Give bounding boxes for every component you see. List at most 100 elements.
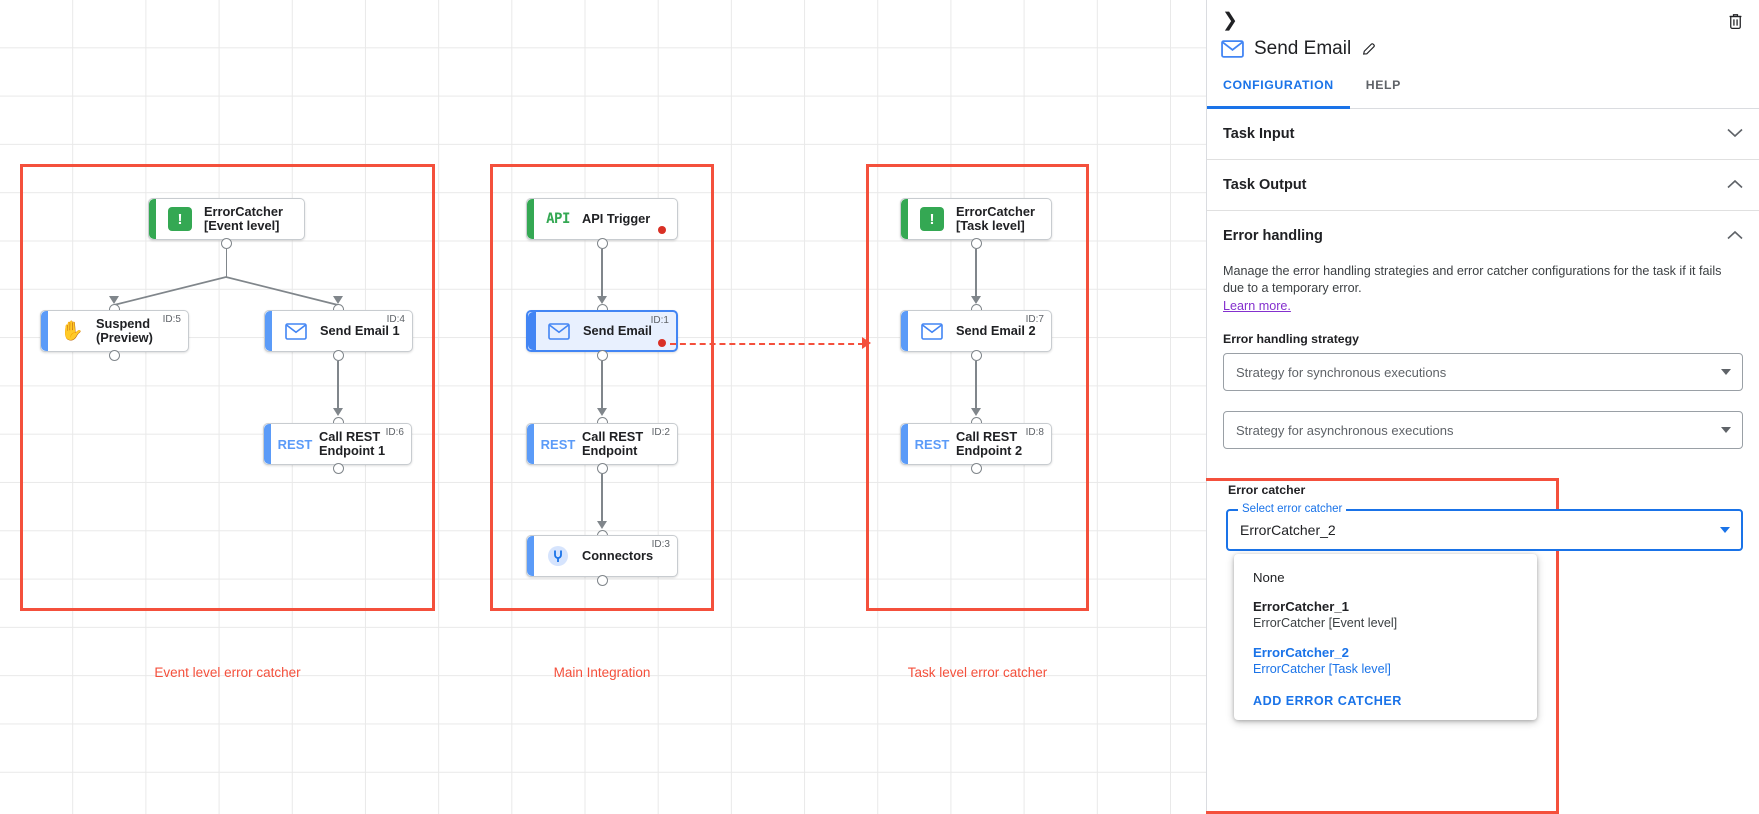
- rest-icon: REST: [914, 436, 950, 452]
- chevron-down-icon[interactable]: [1727, 128, 1743, 140]
- menu-item-none[interactable]: None: [1234, 563, 1537, 592]
- node-accent: [901, 311, 908, 351]
- node-id-badge: ID:5: [162, 314, 181, 325]
- group-box-event-level: [20, 164, 435, 611]
- chevron-right-icon[interactable]: ❯: [1222, 9, 1238, 31]
- workflow-canvas[interactable]: Event level error catcher ! ErrorCatcher…: [0, 0, 1206, 814]
- panel-tabs: CONFIGURATION HELP: [1207, 78, 1759, 109]
- chevron-down-icon: [1721, 369, 1731, 375]
- port-out-api-trigger[interactable]: [596, 238, 608, 249]
- arrowhead-to-connectors: [597, 521, 607, 529]
- port-out-rest-1[interactable]: [332, 463, 344, 474]
- error-catcher-selected-value: ErrorCatcher_2: [1240, 522, 1336, 538]
- node-accent: [149, 199, 156, 239]
- port-out-connectors[interactable]: [596, 575, 608, 586]
- node-call-rest-endpoint-2[interactable]: REST Call REST Endpoint 2 ID:8: [900, 423, 1052, 465]
- menu-item-primary: None: [1253, 570, 1285, 585]
- arrowhead-to-send-email-1: [333, 296, 343, 304]
- edge-send-email-to-rest: [601, 361, 603, 411]
- page-title: Send Email: [1254, 38, 1352, 59]
- node-accent: [527, 424, 534, 464]
- node-label: Call REST Endpoint: [582, 429, 644, 458]
- arrowhead-to-suspend: [109, 296, 119, 304]
- async-strategy-select[interactable]: Strategy for asynchronous executions: [1223, 411, 1743, 449]
- edit-pencil-icon[interactable]: [1361, 41, 1377, 57]
- arrowhead-to-rest: [597, 408, 607, 416]
- node-call-rest-endpoint[interactable]: REST Call REST Endpoint ID:2: [526, 423, 678, 465]
- node-errorcatcher-event[interactable]: ! ErrorCatcher [Event level]: [148, 198, 305, 240]
- port-out-rest[interactable]: [596, 463, 608, 474]
- node-call-rest-endpoint-1[interactable]: REST Call REST Endpoint 1 ID:6: [263, 423, 412, 465]
- node-id-badge: ID:3: [651, 539, 670, 550]
- api-icon: API: [546, 211, 570, 227]
- node-id-badge: ID:2: [651, 427, 670, 438]
- node-send-email-1[interactable]: Send Email 1 ID:4: [264, 310, 413, 352]
- error-catcher-link: [670, 343, 864, 345]
- async-strategy-value: Strategy for asynchronous executions: [1236, 422, 1454, 438]
- chevron-down-icon: [1720, 527, 1730, 533]
- node-accent: [527, 536, 534, 576]
- section-error-handling: Error handling Manage the error handling…: [1207, 211, 1759, 459]
- menu-item-secondary: ErrorCatcher [Event level]: [1253, 616, 1398, 630]
- port-out-rest-2[interactable]: [970, 463, 982, 474]
- error-indicator-dot-send-email: [658, 339, 666, 347]
- error-catcher-select[interactable]: Select error catcher ErrorCatcher_2: [1226, 503, 1743, 551]
- tab-help[interactable]: HELP: [1365, 78, 1401, 92]
- node-label: Suspend (Preview): [96, 316, 153, 345]
- error-catcher-block: Error catcher Select error catcher Error…: [1212, 478, 1757, 720]
- port-out-errorcatcher-task[interactable]: [970, 238, 982, 249]
- node-label: Send Email 2: [956, 323, 1036, 338]
- chevron-down-icon: [1721, 427, 1731, 433]
- error-handling-description: Manage the error handling strategies and…: [1223, 264, 1722, 295]
- port-out-send-email[interactable]: [596, 350, 608, 361]
- chevron-up-icon[interactable]: [1727, 179, 1743, 191]
- port-out-suspend[interactable]: [108, 350, 120, 361]
- tab-configuration[interactable]: CONFIGURATION: [1207, 78, 1350, 109]
- node-api-trigger[interactable]: API API Trigger: [526, 198, 678, 240]
- section-title: Task Input: [1223, 126, 1295, 142]
- section-header-task-input[interactable]: Task Input: [1223, 109, 1743, 159]
- menu-item-secondary: ErrorCatcher [Task level]: [1253, 662, 1391, 676]
- node-label: Send Email: [583, 323, 652, 338]
- section-header-task-output[interactable]: Task Output: [1223, 160, 1743, 210]
- node-errorcatcher-task[interactable]: ! ErrorCatcher [Task level]: [900, 198, 1052, 240]
- mail-icon: [283, 318, 309, 344]
- port-out-send-email-2[interactable]: [970, 350, 982, 361]
- node-connectors[interactable]: Connectors ID:3: [526, 535, 678, 577]
- edge-rest-to-connectors: [601, 474, 603, 524]
- arrowhead-to-rest-2: [971, 408, 981, 416]
- group-label-task-level: Task level error catcher: [907, 665, 1048, 680]
- menu-item-primary: ErrorCatcher_2: [1253, 645, 1350, 660]
- section-task-input: Task Input: [1207, 109, 1759, 160]
- port-out-send-email-1[interactable]: [332, 350, 344, 361]
- node-send-email[interactable]: Send Email ID:1: [526, 310, 678, 352]
- mail-icon: [1221, 40, 1244, 58]
- edge-api-to-send-email: [601, 249, 603, 299]
- error-catcher-select-label: Select error catcher: [1238, 503, 1347, 515]
- edge-send-email-1-to-rest-1: [337, 361, 339, 410]
- sync-strategy-value: Strategy for synchronous executions: [1236, 364, 1447, 380]
- port-out-errorcatcher-event[interactable]: [221, 238, 232, 249]
- arrowhead-to-send-email-2: [971, 296, 981, 304]
- sync-strategy-select[interactable]: Strategy for synchronous executions: [1223, 353, 1743, 391]
- node-label: ErrorCatcher [Task level]: [956, 204, 1035, 233]
- mail-icon: [919, 318, 945, 344]
- node-send-email-2[interactable]: Send Email 2 ID:7: [900, 310, 1052, 352]
- chevron-up-icon[interactable]: [1727, 230, 1743, 242]
- node-accent: [41, 311, 48, 351]
- menu-item-errorcatcher-2[interactable]: ErrorCatcher_2 ErrorCatcher [Task level]: [1234, 638, 1537, 684]
- node-id-badge: ID:7: [1025, 314, 1044, 325]
- delete-icon[interactable]: [1722, 7, 1748, 33]
- learn-more-link[interactable]: Learn more.: [1223, 299, 1291, 313]
- menu-item-errorcatcher-1[interactable]: ErrorCatcher_1 ErrorCatcher [Event level…: [1234, 592, 1537, 638]
- error-catcher-title: Error catcher: [1228, 483, 1306, 497]
- add-error-catcher-button[interactable]: ADD ERROR CATCHER: [1253, 694, 1402, 708]
- section-title: Task Output: [1223, 177, 1307, 193]
- errorcatcher-icon: !: [167, 206, 193, 232]
- section-header-error-handling[interactable]: Error handling: [1223, 211, 1743, 261]
- node-suspend[interactable]: ✋ Suspend (Preview) ID:5: [40, 310, 189, 352]
- edge-branch-split: [113, 276, 339, 306]
- node-label: Send Email 1: [320, 323, 400, 338]
- group-box-main-integration: [490, 164, 714, 611]
- error-catcher-dropdown-menu[interactable]: None ErrorCatcher_1 ErrorCatcher [Event …: [1234, 554, 1537, 720]
